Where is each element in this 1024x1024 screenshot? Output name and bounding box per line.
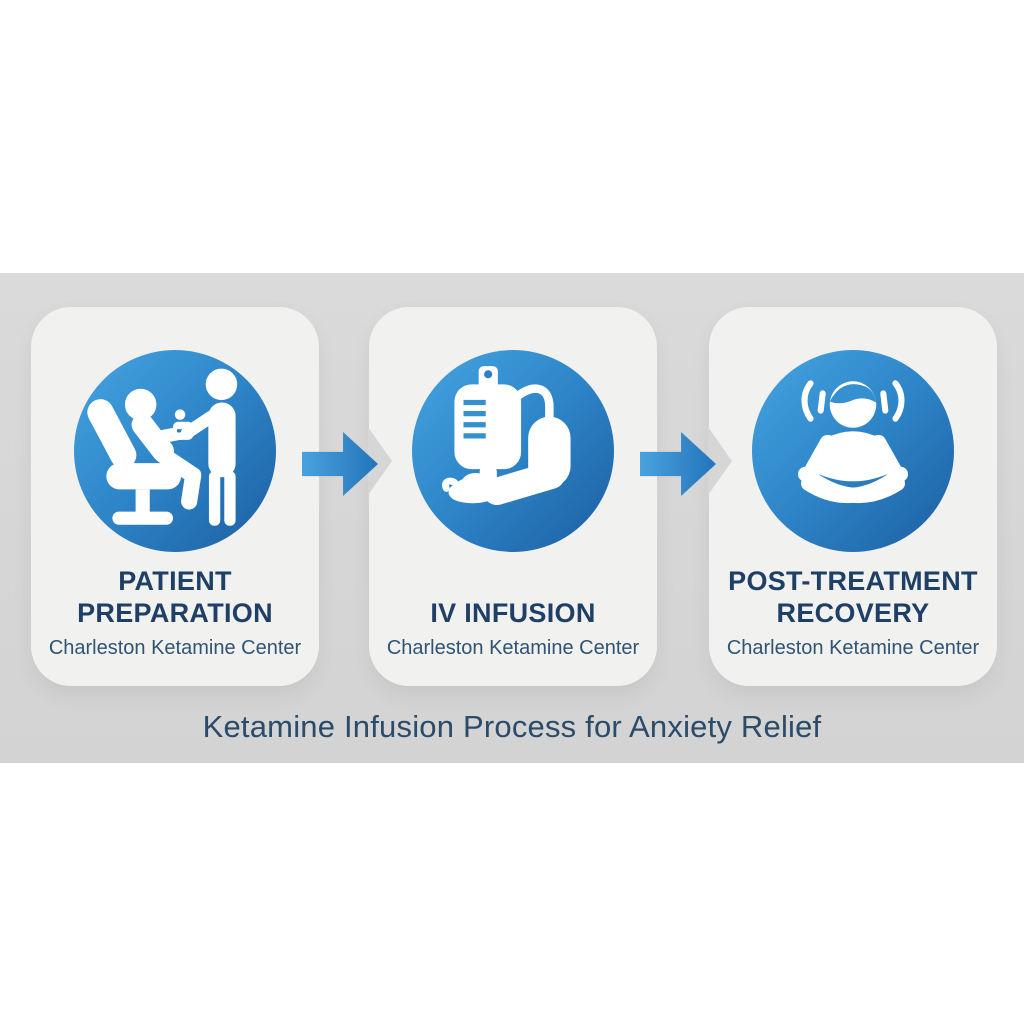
step-card-post-treatment-recovery: POST-TREATMENT RECOVERY Charleston Ketam… — [709, 307, 997, 686]
step-card-patient-preparation: PATIENT PREPARATION Charleston Ketamine … — [31, 307, 319, 686]
step-icon-circle — [412, 350, 614, 552]
banner-title: Ketamine Infusion Process for Anxiety Re… — [202, 709, 822, 744]
step-title: POST-TREATMENT RECOVERY — [728, 566, 978, 628]
step-title: PATIENT PREPARATION — [77, 566, 273, 628]
step-card-iv-infusion: IV INFUSION Charleston Ketamine Center — [369, 307, 657, 686]
iv-bag-and-arm-icon — [442, 366, 571, 506]
step-icon-circle — [752, 350, 954, 552]
step-subtitle: Charleston Ketamine Center — [726, 637, 980, 659]
step-title: IV INFUSION — [430, 598, 596, 628]
step-subtitle: Charleston Ketamine Center — [386, 637, 640, 659]
patient-in-chair-with-clinician-icon — [87, 368, 238, 526]
step-subtitle: Charleston Ketamine Center — [48, 637, 302, 659]
step-icon-circle — [74, 350, 276, 552]
meditating-person-icon — [797, 380, 909, 504]
